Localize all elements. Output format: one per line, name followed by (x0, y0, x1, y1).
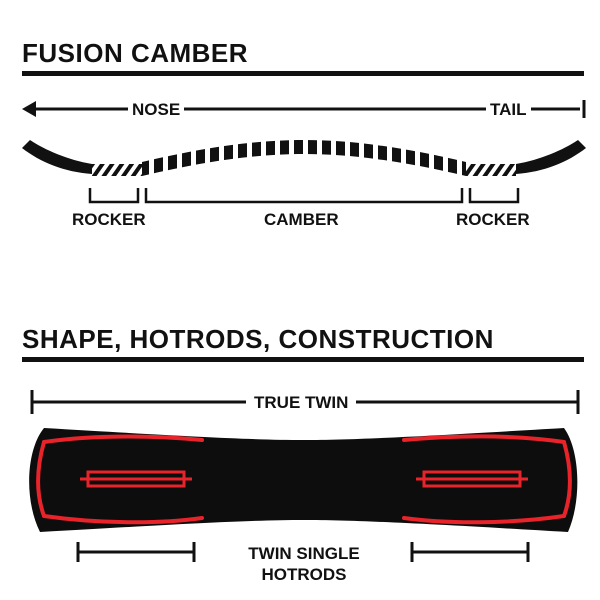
hotrod-edge-bottom-right (402, 514, 566, 525)
camber-heading: FUSION CAMBER (22, 38, 249, 68)
hotrod-edge-side-right (562, 440, 572, 518)
left-rocker-label: ROCKER (72, 210, 146, 229)
camber-label: CAMBER (264, 210, 339, 229)
camber-bracket (144, 188, 464, 204)
hotrod-edge-bottom-left (42, 514, 204, 525)
shape-heading: SHAPE, HOTRODS, CONSTRUCTION (22, 324, 494, 354)
hotrod-edge-top-left (42, 434, 204, 444)
left-rocker-hatch (92, 164, 142, 176)
camber-profile (22, 140, 586, 176)
right-rocker-hatch (466, 164, 516, 176)
nose-label: NOSE (128, 101, 185, 118)
hotrods-label-line2: HOTRODS (240, 566, 368, 583)
right-rocker-bracket (468, 188, 520, 204)
hotrod-edge-side-left (36, 440, 46, 518)
camber-arc (142, 140, 466, 176)
board-outline (29, 428, 578, 532)
tail-label: TAIL (486, 101, 531, 118)
hotrod-right (416, 470, 528, 488)
true-twin-label: TRUE TWIN (246, 394, 357, 411)
left-rocker-bracket (88, 188, 140, 204)
nose-tip (22, 140, 92, 174)
board-top-view (29, 428, 578, 532)
tail-tip (516, 140, 586, 174)
hotrod-left (80, 470, 192, 488)
zone-brackets (88, 188, 520, 204)
shape-heading-rule (22, 357, 584, 362)
hotrod-measures (76, 542, 530, 562)
right-rocker-label: ROCKER (456, 210, 530, 229)
hotrods-label-line1: TWIN SINGLE (240, 545, 368, 562)
camber-heading-rule (22, 71, 584, 76)
hotrod-edge-top-right (402, 434, 566, 444)
